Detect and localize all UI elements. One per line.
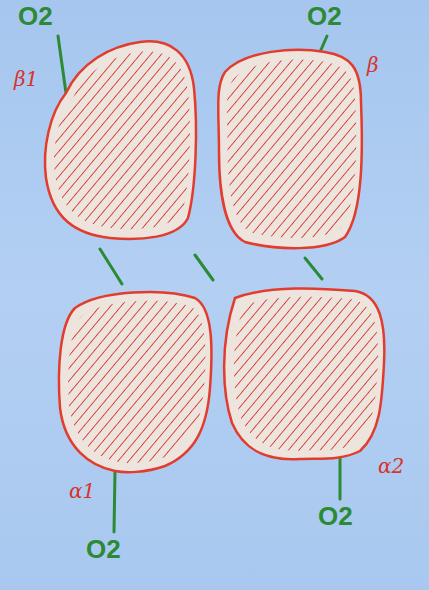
subunit-hatching (68, 301, 205, 463)
binding-line (100, 249, 122, 284)
oxygen-label: O2 (18, 2, 59, 33)
oxygen-name: O2 (318, 502, 353, 531)
binding-line (58, 36, 66, 93)
binding-line (340, 458, 341, 499)
subunit-name: β1 (14, 68, 38, 90)
binding-line (305, 258, 322, 279)
oxygen-label: O2 (307, 2, 348, 33)
subunit-hatching (227, 60, 356, 238)
subunit-outline (215, 42, 365, 252)
subunit-blob: β1 (40, 38, 200, 243)
contact-dash (195, 255, 213, 280)
subunit-name: α1 (69, 480, 95, 502)
subunit-border (45, 41, 196, 239)
subunit-border (224, 288, 384, 459)
binding-line (320, 36, 327, 52)
binding-line (114, 471, 115, 532)
subunit-fill (45, 41, 196, 239)
binding-line (100, 249, 122, 284)
binding-line (114, 471, 115, 532)
binding-line (58, 36, 66, 93)
subunit-outline (55, 288, 215, 473)
subunit-blob: α2 (220, 283, 390, 463)
oxygen-label: O2 (318, 502, 359, 533)
oxygen-name: O2 (18, 2, 53, 31)
subunit-border (59, 292, 212, 472)
subunit-fill (224, 288, 384, 459)
subunit-blob: α1 (55, 288, 215, 473)
oxygen-label: O2 (86, 535, 127, 566)
binding-line (339, 458, 342, 499)
subunit-outline (40, 38, 200, 243)
subunit-border (218, 50, 362, 248)
subunit-outline (220, 283, 390, 463)
binding-line (305, 258, 322, 279)
subunit-name: α2 (378, 455, 404, 477)
subunit-blob: β (215, 42, 365, 252)
oxygen-name: O2 (307, 2, 342, 31)
binding-line (320, 36, 327, 52)
oxygen-name: O2 (86, 535, 121, 564)
subunit-fill (59, 292, 212, 472)
subunit-fill (218, 50, 362, 248)
subunit-name: β (367, 54, 379, 76)
subunit-hatching (234, 297, 378, 451)
